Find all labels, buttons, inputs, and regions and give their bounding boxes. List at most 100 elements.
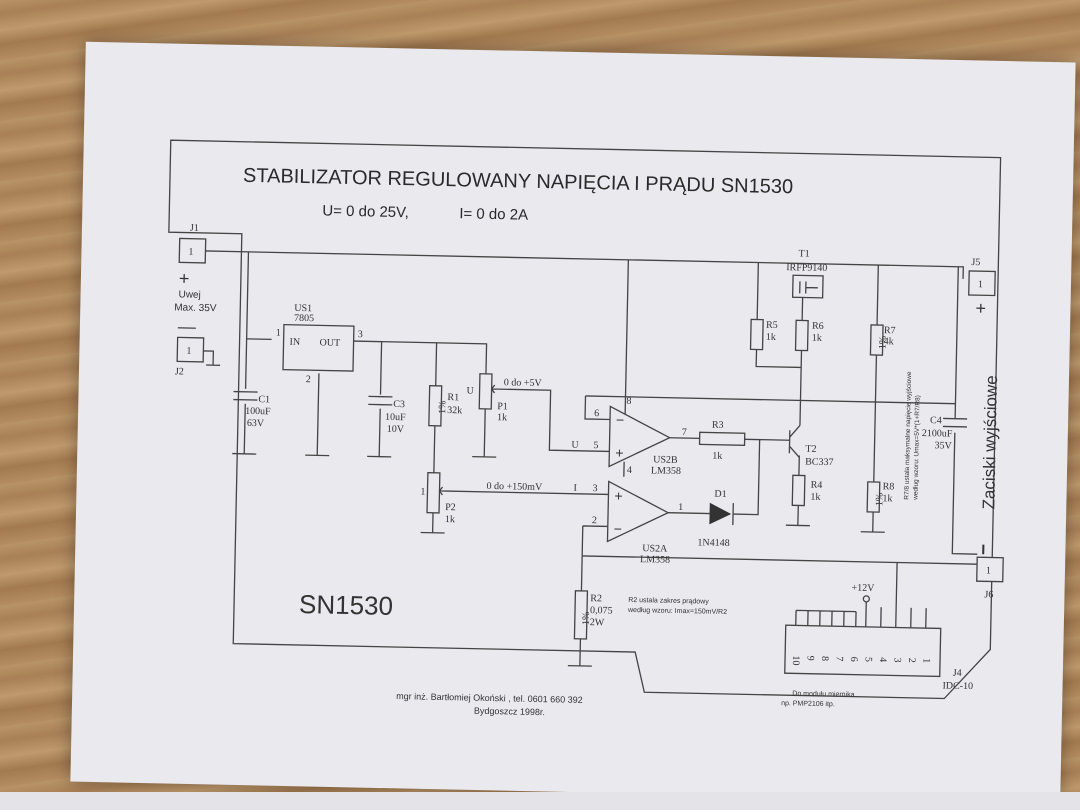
c4-voltage: 35V <box>934 440 952 451</box>
p2-ground <box>420 531 445 534</box>
r8-resistor <box>866 481 881 513</box>
p1-potentiometer <box>478 373 493 410</box>
r1-resistor <box>428 385 443 427</box>
j4-pin-8: 8 <box>819 656 830 661</box>
j6-label: J6 <box>984 589 993 600</box>
j1-label: J1 <box>190 223 199 234</box>
wire-7805-in <box>246 338 272 341</box>
j4-pin-10: 10 <box>790 655 801 665</box>
module-note-line2: np. PMP2106 itp. <box>781 700 835 708</box>
subtitle-current: I= 0 do 2A <box>459 205 528 223</box>
c3-name: C3 <box>393 399 405 410</box>
p2-name: P2 <box>445 502 456 513</box>
r7-name: R7 <box>884 325 896 336</box>
r5-resistor <box>749 318 764 351</box>
j4-pin-5: 5 <box>863 657 874 662</box>
c4-name: C4 <box>930 415 942 426</box>
c3-value: 10uF <box>385 412 406 423</box>
us2b-opamp <box>608 405 672 468</box>
wire-7805-gnd <box>316 373 320 456</box>
wire-d1 <box>668 439 761 516</box>
wire-us2a-inv <box>581 525 608 556</box>
us2b-pin8: 8 <box>626 396 631 407</box>
d1-name: D1 <box>714 489 726 500</box>
d1-type: 1N4148 <box>697 537 729 549</box>
r8-value: 1k <box>882 493 892 504</box>
subtitle-voltage: U= 0 do 25V, <box>322 202 409 221</box>
j5-label: J5 <box>971 257 980 268</box>
j4-pin-7: 7 <box>834 656 845 661</box>
wire-r7-r8 <box>872 265 879 533</box>
r3-resistor <box>698 431 746 446</box>
board-outline <box>168 139 1002 700</box>
c3-voltage: 10V <box>387 424 405 435</box>
t2-name: T2 <box>805 444 816 455</box>
footer-location: Bydgoszcz 1998r. <box>474 706 545 717</box>
us2b-type: LM358 <box>651 465 681 477</box>
us1-ground <box>305 454 330 457</box>
c4-value: 2100uF <box>922 428 953 440</box>
r2-name: R2 <box>590 593 602 604</box>
p1-value: 1k <box>497 412 507 423</box>
r78-note-line1: R7/8 ustala maksymalne napięcie wyjściow… <box>903 371 913 500</box>
us1-pin1: 1 <box>276 327 281 338</box>
r2-note-line1: R2 ustala zakres prądowy <box>628 597 709 606</box>
p1-name: P1 <box>497 401 508 412</box>
p2-potentiometer <box>426 471 441 514</box>
r2-power: 2W <box>590 617 605 628</box>
us1-type: 7805 <box>294 313 314 324</box>
us1-in: IN <box>289 337 300 348</box>
p2-pin1: 1 <box>420 487 425 498</box>
p2-value: 1k <box>445 514 455 525</box>
us2a-pin2: 2 <box>592 515 597 526</box>
r7-value: 4k <box>884 336 894 347</box>
us1-pin3: 3 <box>358 329 363 340</box>
wire-r4 <box>797 455 800 526</box>
j4-label: J4 <box>953 668 962 679</box>
r8-tolerance: 1% <box>874 493 885 507</box>
t2-type: BC337 <box>805 457 834 469</box>
r6-value: 1k <box>812 333 822 344</box>
board-name: SN1530 <box>299 589 394 621</box>
output-plus: + <box>975 298 986 318</box>
r4-ground <box>785 524 810 527</box>
j4-pin-6: 6 <box>848 657 859 662</box>
us1-regulator <box>282 323 355 372</box>
r1-tolerance: 1% <box>437 401 448 415</box>
j1-pin: 1 <box>188 247 193 258</box>
wire-p1-wiper <box>498 388 610 453</box>
r2-ground <box>567 664 592 667</box>
j6-pin: 1 <box>986 565 991 576</box>
c3-symbol <box>367 395 393 458</box>
j2-pin: 1 <box>186 346 191 357</box>
p2-range: 0 do +150mV <box>486 481 543 493</box>
output-terminals-label: Zaciski wyjściowe <box>979 375 1001 510</box>
us2a-pin1-label: I <box>573 483 577 494</box>
plus12v-terminal <box>862 595 870 603</box>
wire-p2-wiper <box>446 490 609 496</box>
r4-resistor <box>791 474 806 507</box>
r5-value: 1k <box>766 332 776 343</box>
c4-symbol <box>942 417 968 428</box>
t1-name: T1 <box>798 248 809 259</box>
r4-name: R4 <box>811 480 823 491</box>
r8-name: R8 <box>883 481 895 492</box>
us2b-pin7: 7 <box>682 427 687 438</box>
t1-mosfet <box>791 274 824 299</box>
t1-mosfet-symbol <box>799 281 818 294</box>
input-label-uwej: Uwej <box>178 289 200 300</box>
r2-value: 0,075 <box>590 605 613 616</box>
input-plus: + <box>179 268 190 288</box>
us2a-minus: − <box>614 521 623 537</box>
j5-connector <box>968 270 996 297</box>
p1-range: 0 do +5V <box>504 377 543 389</box>
r1-value: 32k <box>447 405 462 416</box>
c1-voltage: 63V <box>247 418 265 429</box>
t2-transistor <box>788 425 801 458</box>
input-minus: — <box>178 316 196 336</box>
p1-wiper <box>490 384 499 394</box>
p2-wiper <box>438 486 447 496</box>
r2-tolerance: 1% <box>581 612 592 626</box>
